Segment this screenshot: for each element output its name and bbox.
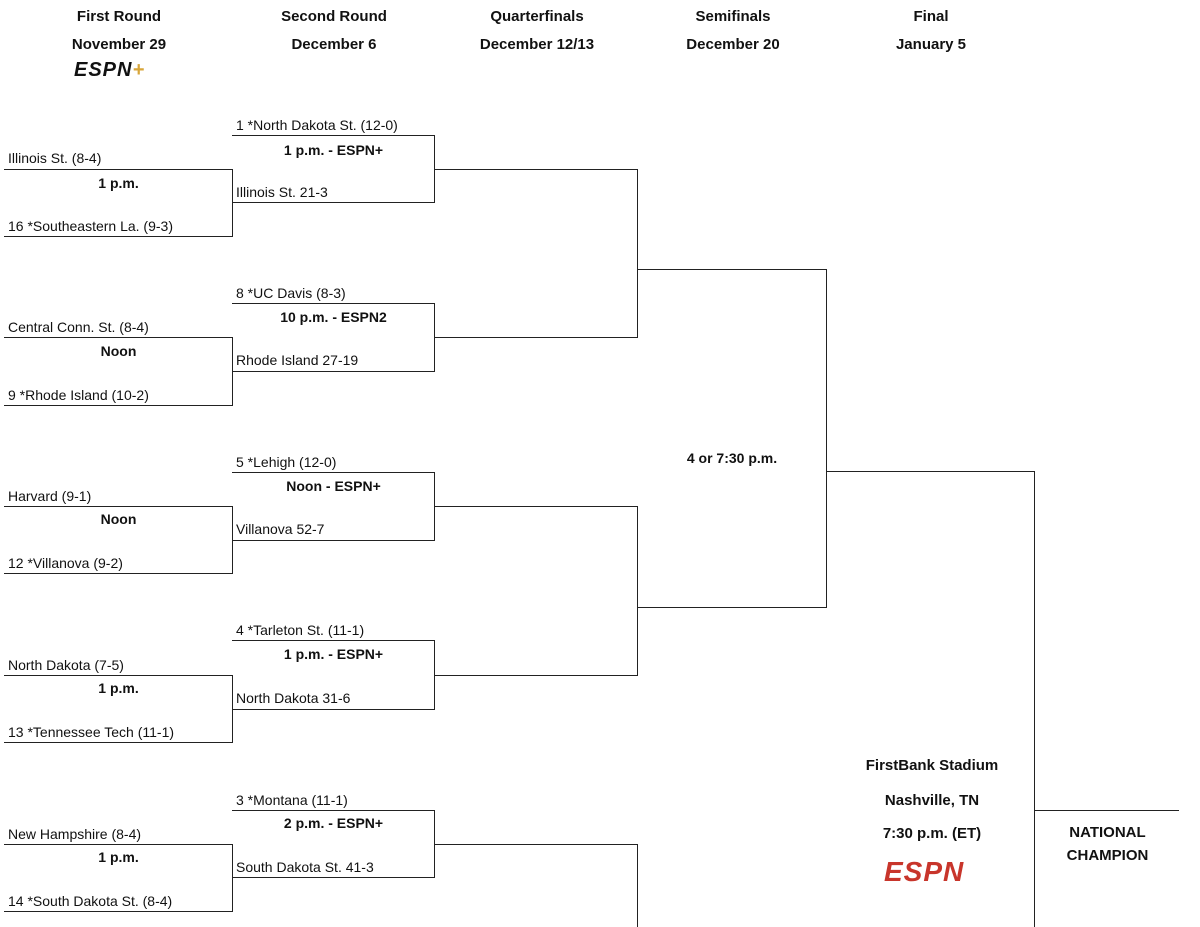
- r1-game-time: 1 p.m.: [98, 680, 139, 696]
- bracket-line: [4, 337, 233, 338]
- bracket-line: [4, 844, 233, 845]
- r1-team-top: New Hampshire (8-4): [8, 826, 142, 842]
- bracket-line: [232, 472, 435, 473]
- bracket-line: [4, 236, 233, 237]
- bracket-line: [434, 337, 638, 338]
- bracket-line: [232, 810, 435, 811]
- round-header-second: Second Round December 6: [234, 8, 434, 54]
- round-date: November 29: [71, 36, 167, 53]
- round-date: January 5: [895, 36, 967, 53]
- bracket-line: [232, 709, 435, 710]
- espn-plus-logo: ESPN+: [74, 59, 146, 81]
- champion-label-line1: NATIONAL: [1069, 824, 1146, 841]
- round-name: Final: [913, 8, 949, 25]
- r1-team-top: North Dakota (7-5): [8, 657, 124, 673]
- r2-seeded-team: 1 *North Dakota St. (12-0): [236, 117, 398, 133]
- r2-result: North Dakota 31-6: [236, 690, 351, 706]
- round-header-semifinals: Semifinals December 20: [633, 8, 833, 54]
- bracket-line: [4, 742, 233, 743]
- r2-seeded-team: 3 *Montana (11-1): [236, 792, 348, 808]
- r1-team-bottom: 16 *Southeastern La. (9-3): [8, 218, 173, 234]
- r2-result: Villanova 52-7: [236, 521, 325, 537]
- round-name: First Round: [76, 8, 162, 25]
- round-header-first: First Round November 29: [19, 8, 219, 54]
- r2-game-time: Noon - ESPN+: [286, 478, 381, 494]
- round-date: December 20: [686, 36, 780, 53]
- round-name: Second Round: [281, 8, 387, 25]
- espn-logo: ESPN: [884, 856, 965, 887]
- r2-game-time: 1 p.m. - ESPN+: [283, 142, 384, 158]
- r1-team-bottom: 12 *Villanova (9-2): [8, 555, 123, 571]
- bracket-line: [1034, 471, 1035, 927]
- bracket-line: [637, 169, 638, 338]
- bracket-line: [232, 540, 435, 541]
- r1-game-time: Noon: [100, 511, 137, 527]
- bracket-line: [232, 640, 435, 641]
- final-venue: FirstBank Stadium: [865, 757, 999, 774]
- r1-team-top: Harvard (9-1): [8, 488, 92, 504]
- bracket-line: [232, 371, 435, 372]
- final-city: Nashville, TN: [884, 792, 980, 809]
- bracket-line: [232, 844, 233, 912]
- semifinal-time: 4 or 7:30 p.m.: [686, 450, 778, 466]
- bracket-line: [4, 169, 233, 170]
- round-date: December 6: [291, 36, 377, 53]
- bracket-line: [637, 269, 827, 270]
- bracket-line: [637, 844, 638, 927]
- bracket-line: [232, 169, 233, 237]
- r2-game-time: 1 p.m. - ESPN+: [283, 646, 384, 662]
- bracket-line: [826, 269, 827, 608]
- bracket-line: [1034, 810, 1179, 811]
- bracket-line: [4, 675, 233, 676]
- r2-seeded-team: 4 *Tarleton St. (11-1): [236, 622, 365, 638]
- r1-team-bottom: 13 *Tennessee Tech (11-1): [8, 724, 175, 740]
- bracket-line: [637, 607, 827, 608]
- bracket-line: [4, 506, 233, 507]
- r2-result: South Dakota St. 41-3: [236, 859, 374, 875]
- r2-result: Rhode Island 27-19: [236, 352, 359, 368]
- bracket-line: [4, 573, 233, 574]
- bracket-line: [4, 911, 233, 912]
- espn-plus-sign-icon: +: [132, 59, 146, 81]
- r1-game-time: 1 p.m.: [98, 849, 139, 865]
- bracket-line: [434, 506, 638, 507]
- round-name: Semifinals: [695, 8, 771, 25]
- bracket-line: [434, 844, 638, 845]
- bracket-line: [434, 675, 638, 676]
- r1-team-top: Illinois St. (8-4): [8, 150, 102, 166]
- bracket-line: [232, 303, 435, 304]
- r1-team-bottom: 14 *South Dakota St. (8-4): [8, 893, 173, 909]
- champion-label-line2: CHAMPION: [1066, 847, 1149, 864]
- round-header-quarterfinals: Quarterfinals December 12/13: [437, 8, 637, 54]
- bracket-line: [434, 169, 638, 170]
- bracket-line: [637, 506, 638, 676]
- round-header-final: Final January 5: [831, 8, 1031, 54]
- r1-team-bottom: 9 *Rhode Island (10-2): [8, 387, 149, 403]
- bracket-line: [232, 877, 435, 878]
- r2-seeded-team: 8 *UC Davis (8-3): [236, 285, 346, 301]
- round-name: Quarterfinals: [490, 8, 584, 25]
- round-date: December 12/13: [479, 36, 595, 53]
- r2-game-time: 2 p.m. - ESPN+: [283, 815, 384, 831]
- r2-seeded-team: 5 *Lehigh (12-0): [236, 454, 337, 470]
- r1-game-time: Noon: [100, 343, 137, 359]
- r1-game-time: 1 p.m.: [98, 175, 139, 191]
- bracket-line: [826, 471, 1035, 472]
- bracket-line: [232, 202, 435, 203]
- r1-team-top: Central Conn. St. (8-4): [8, 319, 149, 335]
- r2-result: Illinois St. 21-3: [236, 184, 328, 200]
- bracket-line: [232, 135, 435, 136]
- r2-game-time: 10 p.m. - ESPN2: [280, 309, 387, 325]
- final-time: 7:30 p.m. (ET): [882, 825, 982, 842]
- bracket-line: [4, 405, 233, 406]
